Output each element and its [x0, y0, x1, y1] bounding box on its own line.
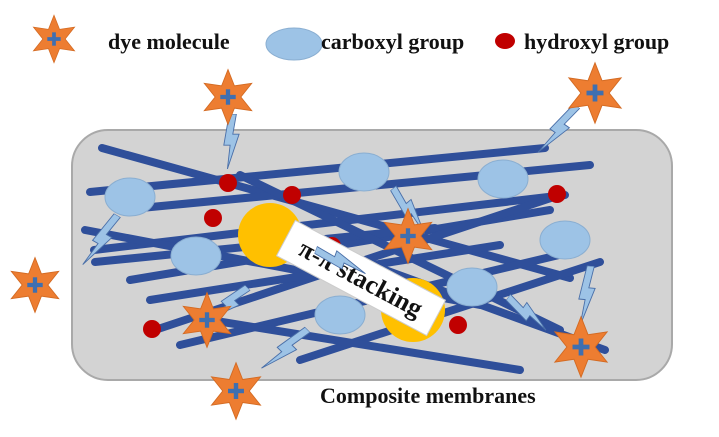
hydroxyl-dot [283, 186, 301, 204]
carboxyl-ellipse [104, 177, 156, 217]
hydroxyl-dot [449, 316, 467, 334]
fiber-line [86, 144, 549, 196]
dye-molecule-icon [33, 14, 75, 64]
dye-molecule-star-icon [203, 69, 253, 125]
carboxyl-group-label: carboxyl group [321, 29, 464, 54]
carboxyl-ellipse [314, 295, 366, 335]
hydroxyl-dot [219, 174, 237, 192]
carboxyl-ellipse [170, 236, 222, 276]
hydroxyl-dot [548, 185, 566, 203]
hydroxyl-dot [143, 320, 161, 338]
membrane-caption: Composite membranes [320, 383, 536, 408]
dye-molecule-label: dye molecule [108, 29, 230, 54]
carboxyl-ellipse [446, 267, 498, 307]
carboxyl-group-icon [265, 27, 323, 61]
fiber-line [98, 144, 574, 282]
hydroxyl-group-label: hydroxyl group [524, 29, 669, 54]
dye-molecule-star-icon [10, 257, 60, 313]
carboxyl-ellipse [338, 152, 390, 192]
carboxyl-ellipse [477, 159, 529, 199]
legend: dye molecule carboxyl group hydroxyl gro… [33, 14, 669, 64]
hydroxyl-dot [204, 209, 222, 227]
carboxyl-ellipse [539, 220, 591, 260]
fiber-line [206, 316, 524, 374]
dye-molecule-star-icon [568, 62, 622, 124]
carboxyl-groups [104, 152, 591, 335]
hydroxyl-group-icon [495, 33, 515, 49]
